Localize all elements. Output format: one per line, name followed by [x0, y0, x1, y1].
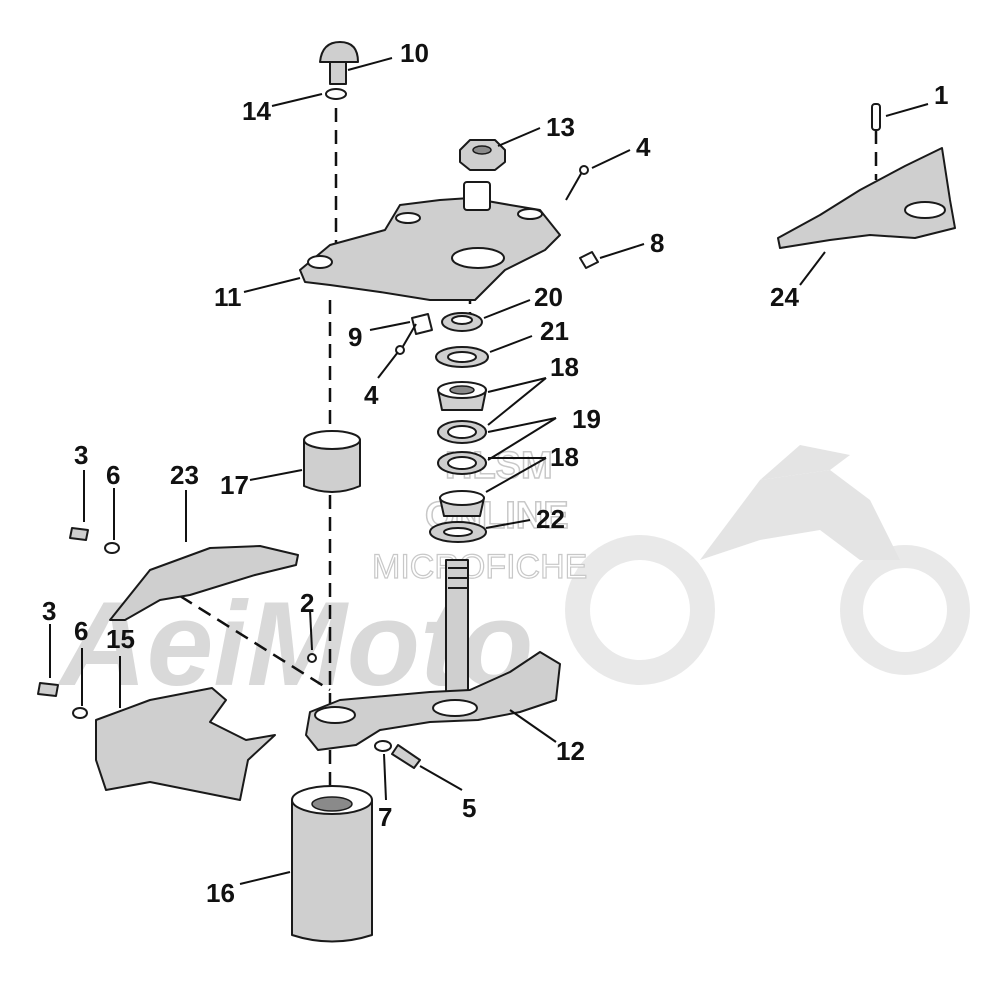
- part-24-side-bracket: [777, 147, 956, 249]
- label-part-22: 22: [536, 504, 565, 534]
- label-part-3-upper: 3: [74, 440, 88, 470]
- label-part-4-lower: 4: [364, 380, 379, 410]
- watermark-line3: MICROFICHE: [372, 548, 587, 586]
- label-part-8: 8: [650, 228, 664, 258]
- part-18-bearing-upper: [437, 381, 487, 411]
- label-part-15: 15: [106, 624, 135, 654]
- part-8-clip: [579, 251, 599, 269]
- part-20-bearing-seal: [441, 312, 483, 332]
- label-part-11: 11: [214, 282, 242, 312]
- label-part-6-lower: 6: [74, 616, 88, 646]
- label-part-17: 17: [220, 470, 249, 500]
- part-6-washer-upper: [104, 542, 120, 554]
- part-4-screw-lower: [395, 323, 417, 355]
- part-13-nut: [459, 139, 506, 171]
- label-part-18-lower: 18: [550, 442, 579, 472]
- label-part-1: 1: [934, 80, 948, 110]
- part-18-bearing-lower: [439, 490, 485, 517]
- part-14-o-ring: [325, 88, 347, 100]
- label-part-6-upper: 6: [106, 460, 120, 490]
- part-5-bolt: [391, 744, 421, 769]
- label-part-20: 20: [534, 282, 563, 312]
- label-part-9: 9: [348, 322, 362, 352]
- part-19-race-lower: [437, 451, 487, 475]
- label-part-23: 23: [170, 460, 199, 490]
- label-part-18-upper: 18: [550, 352, 579, 382]
- part-10-bolt: [319, 41, 359, 85]
- part-15-lower-cover: [95, 687, 276, 801]
- part-16-tube: [291, 785, 373, 943]
- label-part-16: 16: [206, 878, 235, 908]
- part-2-screw: [307, 653, 317, 663]
- part-22-seal: [429, 521, 487, 543]
- part-11-upper-bracket: [299, 181, 561, 301]
- part-19-race-upper: [437, 420, 487, 444]
- label-part-12: 12: [556, 736, 585, 766]
- label-part-10: 10: [400, 38, 429, 68]
- part-21-washer: [435, 346, 489, 368]
- leader-lines: [49, 57, 929, 885]
- part-12-lower-bracket: [305, 559, 561, 751]
- part-3-screw-lower: [37, 682, 59, 697]
- part-17-spacer: [303, 430, 361, 493]
- label-part-7: 7: [378, 802, 392, 832]
- label-part-24: 24: [770, 282, 799, 312]
- label-part-3-lower: 3: [42, 596, 56, 626]
- callout-labels: 1 2 3 3 4 4 5 6 6 7 8 9 10 11 12 13 14 1…: [42, 38, 948, 908]
- motorcycle-watermark-icon: [565, 445, 970, 685]
- label-part-21: 21: [540, 316, 569, 346]
- label-part-5: 5: [462, 793, 476, 823]
- label-part-2: 2: [300, 588, 314, 618]
- part-23-upper-cover: [109, 545, 299, 621]
- part-9-tab: [411, 313, 433, 335]
- part-7-washer: [374, 740, 392, 752]
- part-3-screw-upper: [69, 527, 89, 541]
- label-part-19: 19: [572, 404, 601, 434]
- part-1-pin: [871, 103, 881, 131]
- part-6-washer-lower: [72, 707, 88, 719]
- part-4-screw-upper: [565, 165, 589, 201]
- label-part-13: 13: [546, 112, 575, 142]
- label-part-14: 14: [242, 96, 271, 126]
- label-part-4-upper: 4: [636, 132, 651, 162]
